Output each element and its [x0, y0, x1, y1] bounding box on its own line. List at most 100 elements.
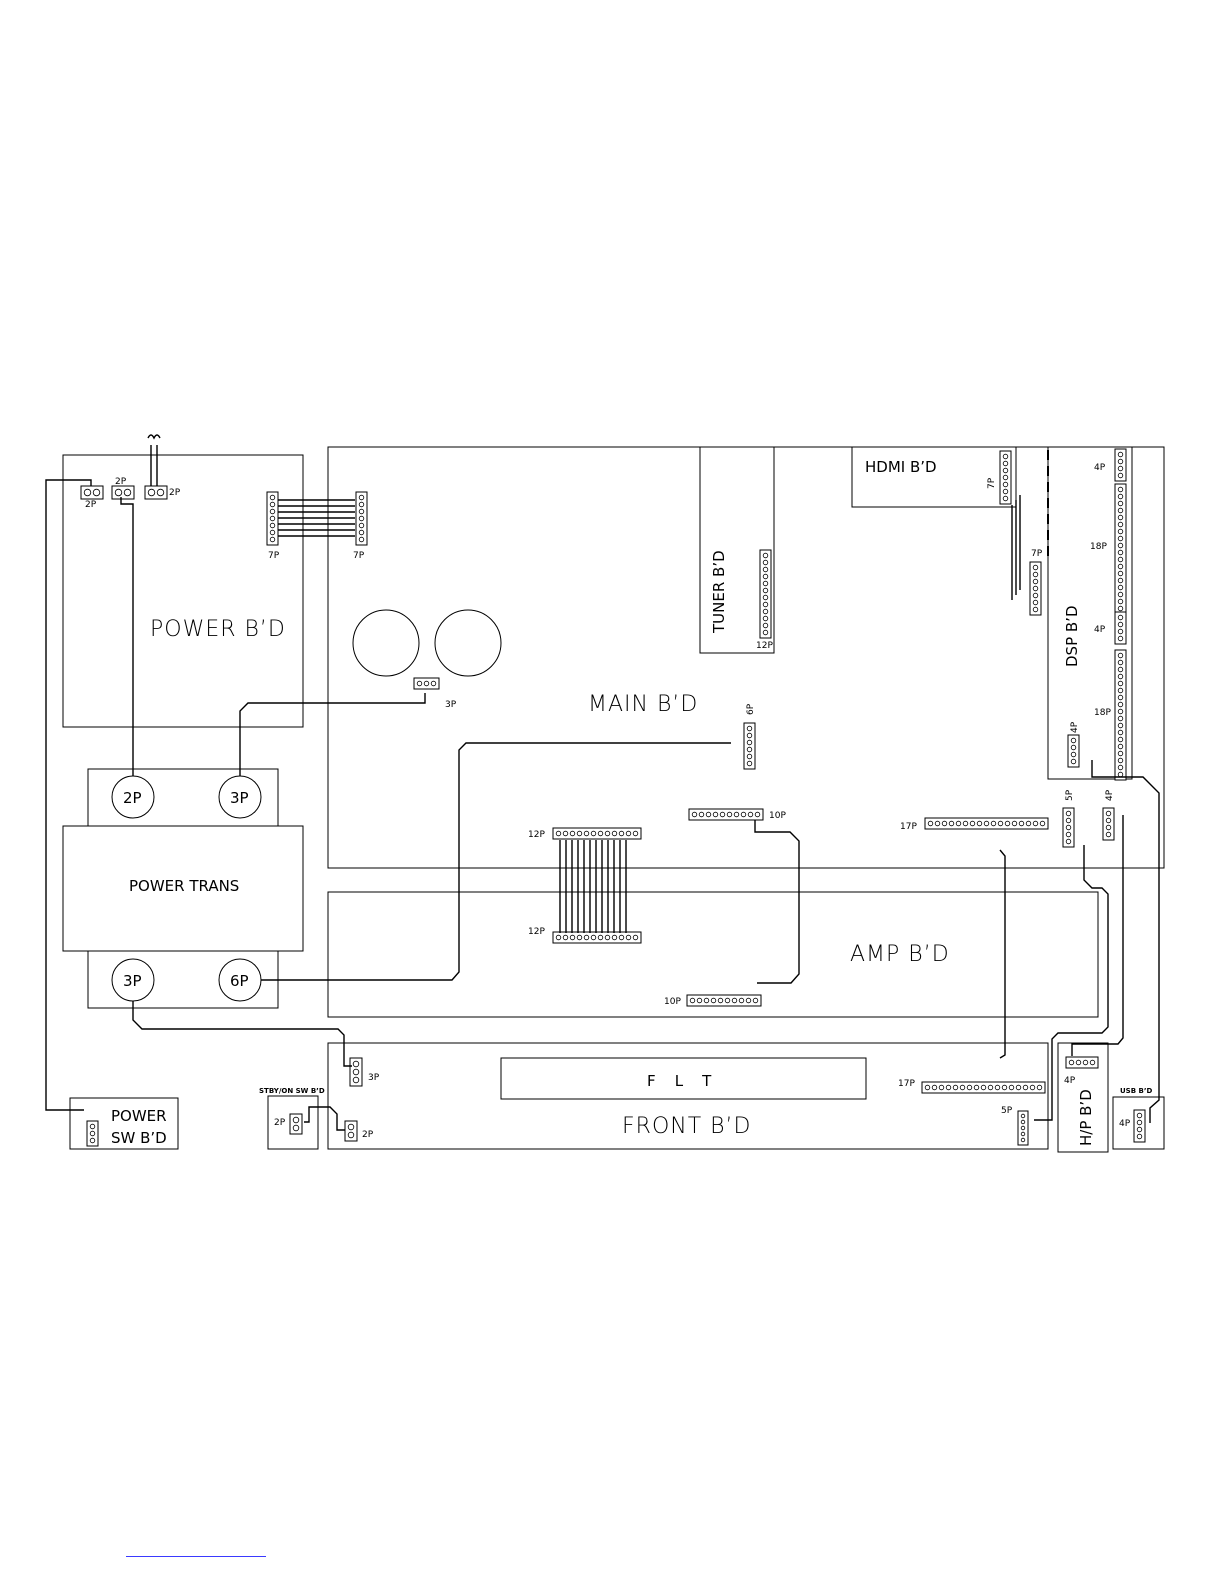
conn-4p-dsp-a	[1115, 449, 1126, 481]
conn-17p-main-pin	[1026, 821, 1031, 826]
main-board	[328, 447, 1164, 868]
conn-7p-main	[356, 492, 367, 545]
conn-label-2p-c: 2P	[169, 488, 181, 498]
hp-board-label: H/P B’D	[1077, 1089, 1095, 1146]
conn-6p-main-pin	[747, 740, 752, 745]
conn-18p-dsp-b-pin	[1118, 772, 1123, 777]
conn-label-2p-front: 2P	[362, 1130, 374, 1140]
conn-18p-dsp-b-pin	[1118, 653, 1123, 658]
conn-12p-main-pin	[598, 831, 603, 836]
conn-label-10p-main: 10P	[769, 811, 786, 821]
conn-18p-dsp-a-pin	[1118, 487, 1123, 492]
conn-4p-dsp-b-pin	[1118, 629, 1123, 634]
conn-2p-b-pin	[115, 489, 122, 496]
conn-18p-dsp-b-pin	[1118, 716, 1123, 721]
main-board-label: MAIN B’D	[588, 692, 698, 717]
conn-18p-dsp-b-pin	[1118, 674, 1123, 679]
conn-10p-amp-pin	[746, 998, 751, 1003]
conn-3p-main-pin	[431, 681, 436, 686]
conn-12p-amp-pin	[556, 935, 561, 940]
capacitor-2	[435, 610, 501, 676]
conn-4p-hp-pin	[1090, 1060, 1095, 1065]
conn-5p-main	[1063, 808, 1074, 847]
conn-label-4p-dsp-a: 4P	[1094, 463, 1106, 473]
conn-10p-amp	[687, 995, 761, 1006]
conn-label-12p-amp: 12P	[528, 927, 545, 937]
conn-12p-tuner	[760, 550, 771, 638]
conn-4p-dsp-c-pin	[1071, 759, 1076, 764]
conn-12p-amp-pin	[598, 935, 603, 940]
conn-7p-dsp-pin	[1033, 579, 1038, 584]
ac-inlet-wire	[151, 445, 157, 486]
conn-2p-a-pin	[93, 489, 100, 496]
conn-10p-amp-pin	[753, 998, 758, 1003]
conn-2p-stby	[290, 1114, 302, 1134]
conn-10p-main-pin	[755, 812, 760, 817]
conn-17p-main-pin	[935, 821, 940, 826]
conn-7p-main-pin	[359, 509, 364, 514]
conn-18p-dsp-b-pin	[1118, 695, 1123, 700]
power-board-label: POWER B’D	[150, 617, 286, 642]
conn-2p-a-pin	[84, 489, 91, 496]
conn-10p-amp-pin	[711, 998, 716, 1003]
conn-5p-main-pin	[1066, 832, 1071, 837]
conn-label-17p-front: 17P	[898, 1079, 915, 1089]
dsp-board-label: DSP B’D	[1063, 606, 1081, 668]
conn-18p-dsp-a-pin	[1118, 564, 1123, 569]
power-sw-label-line2: SW B’D	[111, 1129, 167, 1147]
conn-7p-dsp	[1030, 562, 1041, 615]
conn-4p-dsp-a-pin	[1118, 452, 1123, 457]
conn-label-3p-main: 3P	[445, 700, 457, 710]
conn-12p-tuner-pin	[763, 560, 768, 565]
conn-17p-main-pin	[956, 821, 961, 826]
conn-3p-front-pin	[353, 1069, 359, 1075]
conn-7p-hdmi-pin	[1003, 482, 1008, 487]
conn-7p-hdmi-pin	[1003, 454, 1008, 459]
conn-17p-main-pin	[991, 821, 996, 826]
17p-wire	[1000, 850, 1005, 1058]
conn-17p-front-pin	[1023, 1085, 1028, 1090]
6p-wire	[261, 743, 731, 980]
conn-3p-front-pin	[353, 1061, 359, 1067]
conn-10p-main-pin	[706, 812, 711, 817]
conn-5p-main-pin	[1066, 818, 1071, 823]
conn-7p-dsp-pin	[1033, 607, 1038, 612]
conn-2p-front	[345, 1121, 357, 1141]
conn-2p-front-pin	[348, 1124, 354, 1130]
conn-12p-amp-pin	[577, 935, 582, 940]
conn-12p-tuner-pin	[763, 630, 768, 635]
conn-18p-dsp-b-pin	[1118, 681, 1123, 686]
conn-18p-dsp-a-pin	[1118, 522, 1123, 527]
conn-10p-amp-pin	[690, 998, 695, 1003]
front-3p-wire	[133, 1001, 352, 1066]
board-outlines	[63, 447, 1164, 1152]
conn-18p-dsp-a	[1115, 484, 1126, 614]
trans-lower	[88, 951, 278, 1008]
conn-label-7p-hdmi: 7P	[987, 477, 997, 489]
conn-17p-main-pin	[963, 821, 968, 826]
conn-18p-dsp-a-pin	[1118, 599, 1123, 604]
conn-4p-dsp-c-pin	[1071, 738, 1076, 743]
conn-17p-main-pin	[928, 821, 933, 826]
conn-18p-dsp-a-pin	[1118, 501, 1123, 506]
usb-board-label: USB B’D	[1120, 1087, 1152, 1095]
conn-6p-main-pin	[747, 761, 752, 766]
conn-17p-front-pin	[932, 1085, 937, 1090]
conn-12p-amp-pin	[563, 935, 568, 940]
conn-7p-power-pin	[270, 530, 275, 535]
conn-17p-front	[922, 1082, 1045, 1093]
conn-17p-front-pin	[953, 1085, 958, 1090]
conn-4p-hp-pin	[1076, 1060, 1081, 1065]
conn-7p-dsp-pin	[1033, 565, 1038, 570]
front-board-label: FRONT B’D	[622, 1114, 751, 1139]
conn-4p-hp-pin	[1069, 1060, 1074, 1065]
conn-10p-main-pin	[748, 812, 753, 817]
conn-3p-powersw-pin	[90, 1138, 95, 1143]
conn-10p-amp-pin	[718, 998, 723, 1003]
conn-12p-main	[553, 828, 641, 839]
conn-label-4p-dsp-b: 4P	[1094, 625, 1106, 635]
conn-7p-power	[267, 492, 278, 545]
conn-17p-front-pin	[974, 1085, 979, 1090]
conn-2p-b-pin	[124, 489, 131, 496]
conn-5p-front-pin	[1021, 1132, 1025, 1136]
